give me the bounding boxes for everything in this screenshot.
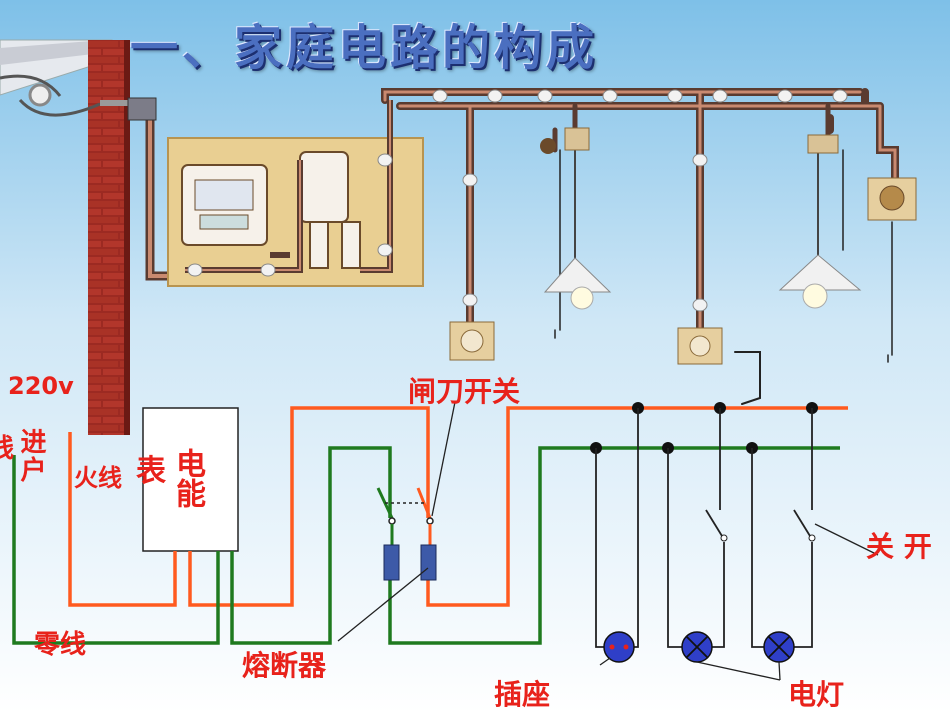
lamp-symbol-1 [681, 631, 713, 663]
voltage-label: 220v [8, 372, 74, 400]
switch-label: 关 开 [866, 530, 932, 563]
switch-contact-1 [720, 534, 728, 542]
conduit-clips [187, 89, 848, 312]
neutral-wire-label: 零线 [34, 630, 87, 660]
knife-switch-label: 闸刀开关 [408, 375, 521, 408]
service-drop [0, 74, 140, 117]
entry-label: 进户 [16, 428, 46, 484]
fuse-label: 熔断器 [242, 649, 327, 682]
fuse-neutral [383, 544, 400, 581]
socket-symbol [603, 631, 635, 663]
live-wire-label: 火线 [74, 464, 122, 492]
fuse-live [420, 544, 437, 581]
socket-label: 插座 [494, 678, 551, 711]
energy-meter-box [142, 407, 239, 552]
ceiling-lamps [540, 127, 862, 310]
meter-label-1: 表 [136, 454, 166, 489]
meter-label-2: 电能 [170, 448, 205, 508]
page-title: 一、家庭电路的构成 [130, 20, 599, 76]
lamp-label: 电灯 [788, 678, 845, 711]
wall-devices [449, 177, 917, 365]
live-wire [68, 406, 848, 607]
knife-switch [376, 487, 434, 545]
switch-contact-2 [808, 534, 816, 542]
neutral-wire [12, 446, 840, 645]
line-label-cut: 线 [0, 434, 15, 464]
lamp-symbol-2 [763, 631, 795, 663]
leader-lines [337, 401, 879, 681]
branch-circuits [595, 408, 813, 648]
